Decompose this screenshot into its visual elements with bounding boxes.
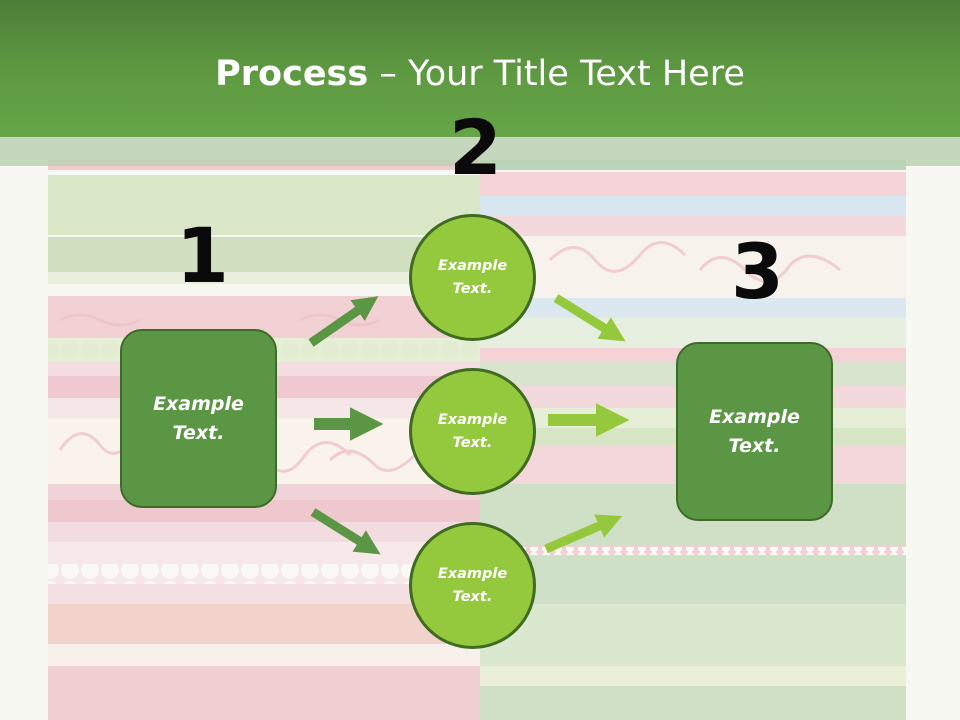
arrow-circle-bottom-to-3 <box>544 514 623 554</box>
step-number-2: 2 <box>449 103 502 192</box>
step-2-circle-top: Example Text. <box>409 214 536 341</box>
arrow-circle-top-to-3 <box>553 294 626 342</box>
circle-top-label: Example Text. <box>437 257 508 297</box>
slide-title-rest: – Your Title Text Here <box>368 54 745 94</box>
circle-bottom-label: Example Text. <box>437 565 508 605</box>
arrow-1-to-circle-bottom <box>310 508 381 555</box>
step-3-box: Example Text. <box>676 342 833 521</box>
title-bar-strip <box>0 137 960 166</box>
circle-middle-label: Example Text. <box>437 411 508 451</box>
step-1-box: Example Text. <box>120 329 277 508</box>
slide-title: Process – Your Title Text Here <box>0 52 960 96</box>
slide-title-bold: Process <box>215 54 369 94</box>
step-2-circle-bottom: Example Text. <box>409 522 536 649</box>
step-number-3: 3 <box>731 227 784 316</box>
step-number-1: 1 <box>176 211 229 300</box>
step-2-circle-middle: Example Text. <box>409 368 536 495</box>
title-bar <box>0 0 960 137</box>
step-1-box-label: Example Text. <box>153 392 244 444</box>
step-3-box-label: Example Text. <box>709 405 800 457</box>
arrow-1-to-circle-top <box>308 296 379 347</box>
